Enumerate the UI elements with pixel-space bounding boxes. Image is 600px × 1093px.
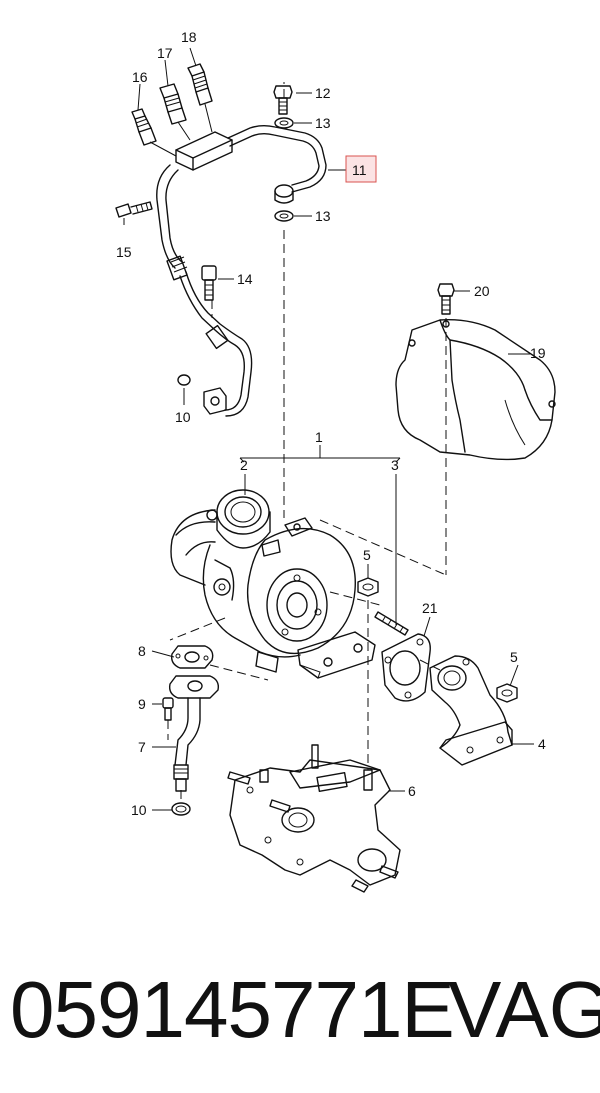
turbocharger-1 xyxy=(170,489,376,679)
label-10-upper: 10 xyxy=(175,409,191,425)
label-14: 14 xyxy=(237,271,253,287)
part-number: 059145771E xyxy=(10,965,455,1054)
bolt-9 xyxy=(162,697,174,721)
label-18: 18 xyxy=(181,29,197,45)
bolt-12-washers-13 xyxy=(273,85,294,222)
label-12: 12 xyxy=(315,85,331,101)
label-15: 15 xyxy=(116,244,132,260)
bolt-14 xyxy=(201,265,217,301)
label-10-lower: 10 xyxy=(131,802,147,818)
label-5-upper: 5 xyxy=(363,547,371,563)
label-11: 11 xyxy=(352,162,367,178)
seal-ring-10-lower xyxy=(171,802,191,816)
stud-3 xyxy=(374,611,409,636)
label-3: 3 xyxy=(391,457,399,473)
callout-labels: 18 17 16 12 13 11 13 15 14 20 19 10 1 2 … xyxy=(116,29,546,818)
oil-supply-line xyxy=(156,125,327,417)
exhaust-manifold-6 xyxy=(227,744,401,893)
label-20: 20 xyxy=(474,283,490,299)
gasket-21 xyxy=(381,633,431,702)
assembly-lines xyxy=(167,82,447,800)
gasket-8 xyxy=(170,645,214,669)
label-4: 4 xyxy=(538,736,546,752)
label-16: 16 xyxy=(132,69,148,85)
exhaust-elbow-4 xyxy=(429,655,513,766)
label-21: 21 xyxy=(422,600,438,616)
label-19: 19 xyxy=(530,345,546,361)
label-1: 1 xyxy=(315,429,323,445)
highlight-box-11 xyxy=(345,155,377,183)
oil-return-pipe-7 xyxy=(168,675,220,792)
nut-5-upper xyxy=(357,577,379,597)
footer: 059145771E VAG xyxy=(0,960,600,1070)
leader-lines xyxy=(123,47,534,811)
group-bracket-1 xyxy=(239,445,401,463)
bolt-15 xyxy=(115,201,153,218)
label-9: 9 xyxy=(138,696,146,712)
label-13-lower: 13 xyxy=(315,208,331,224)
label-6: 6 xyxy=(408,783,416,799)
label-7: 7 xyxy=(138,739,146,755)
label-5-lower: 5 xyxy=(510,649,518,665)
label-2: 2 xyxy=(240,457,248,473)
banjo-fittings-16-17-18 xyxy=(131,63,213,157)
brand-name: VAG xyxy=(448,965,600,1054)
heat-shield-19 xyxy=(395,283,556,461)
label-13-upper: 13 xyxy=(315,115,331,131)
label-8: 8 xyxy=(138,643,146,659)
turbocharger-exploded-diagram: 18 17 16 12 13 11 13 15 14 20 19 10 1 2 … xyxy=(115,29,556,893)
seal-ring-10-upper xyxy=(177,374,191,386)
label-17: 17 xyxy=(157,45,173,61)
nut-5-lower xyxy=(496,683,518,703)
